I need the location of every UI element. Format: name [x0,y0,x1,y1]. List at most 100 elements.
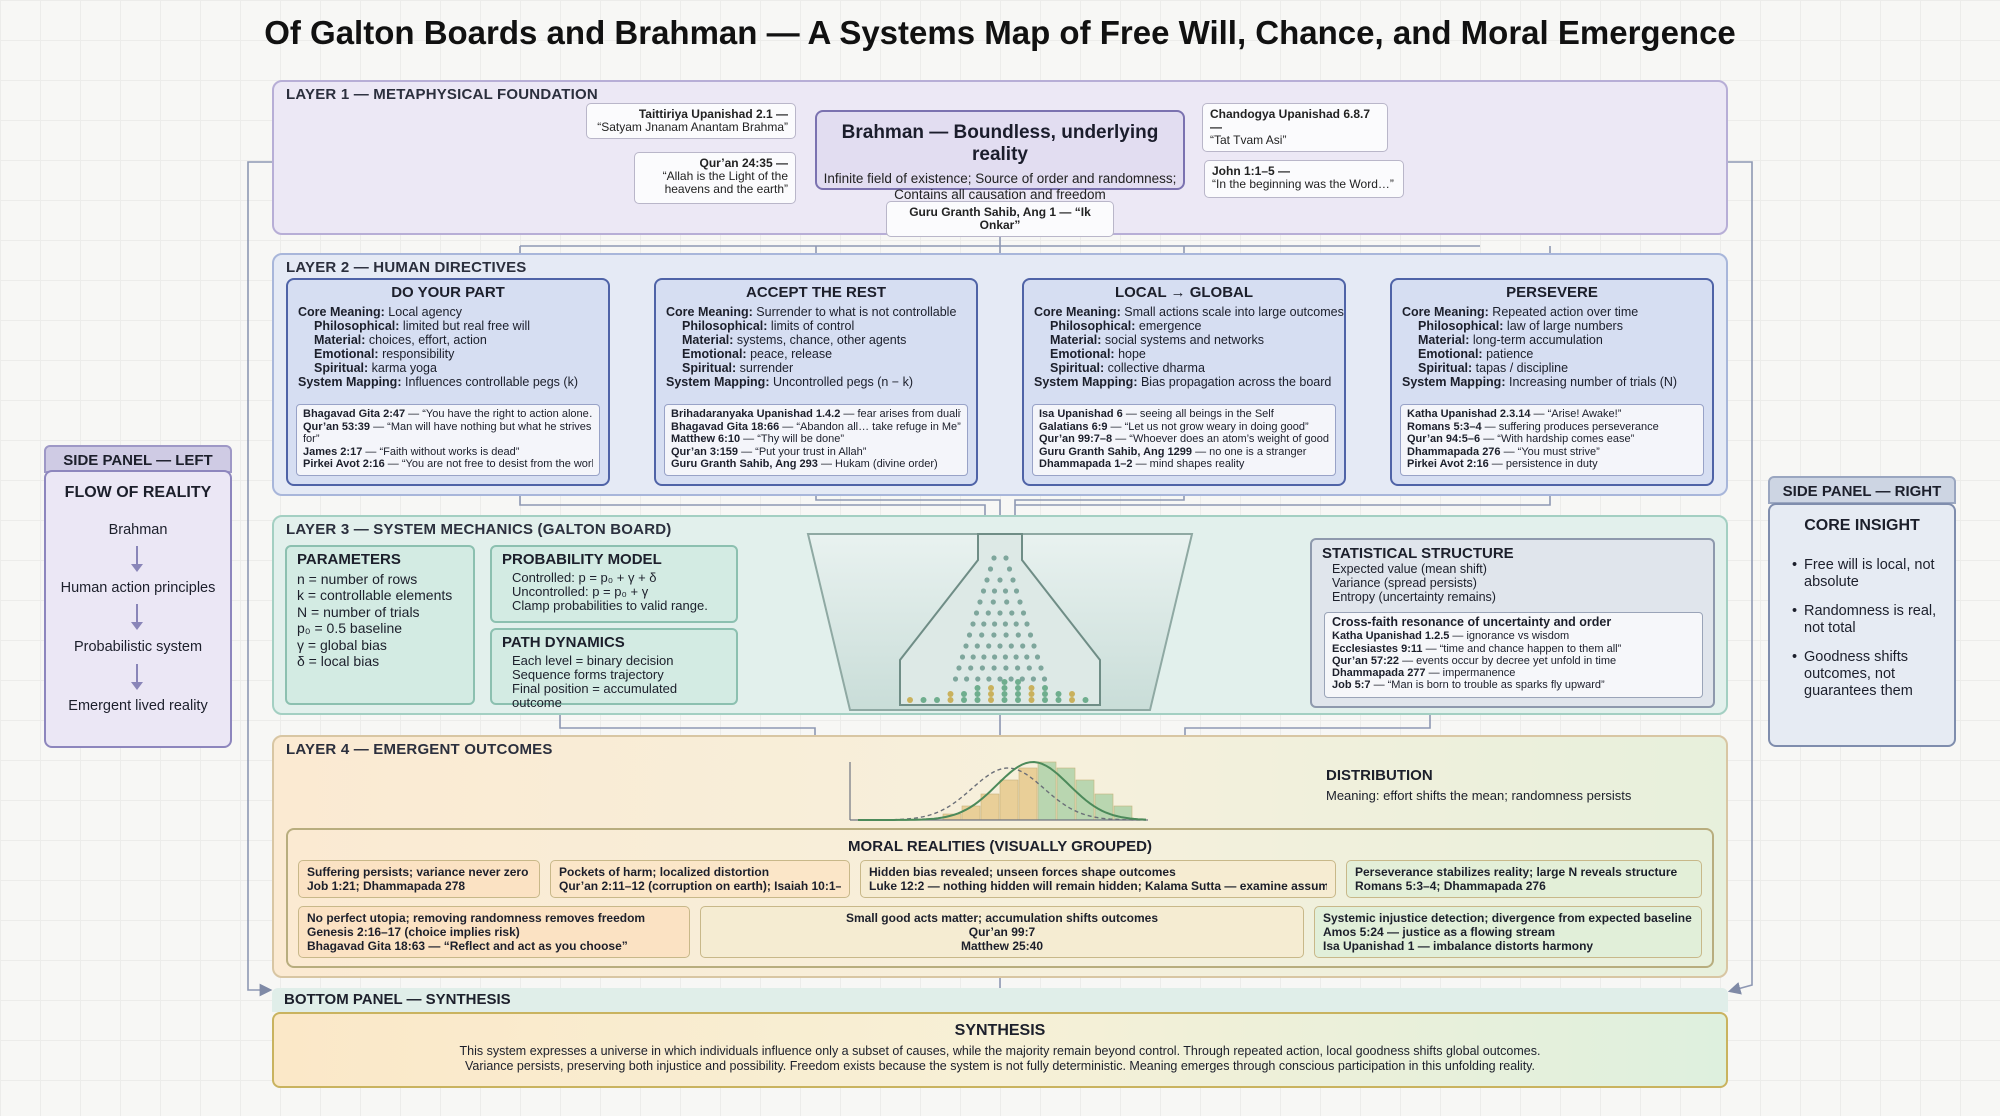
reference-line: Qur’an 99:7–8 — “Whoever does an atom’s … [1039,433,1329,446]
directive-row: Emotional: patience [1418,347,1534,361]
bead [1042,697,1048,703]
peg [959,654,966,660]
peg [992,621,998,627]
peg [997,643,1003,649]
bead [1001,679,1008,685]
peg [973,610,980,616]
bead [988,685,994,691]
directive-row: Philosophical: law of large numbers [1418,319,1623,333]
peg [1041,676,1048,682]
bead [1001,697,1008,703]
directive-row: System Mapping: Bias propagation across … [1034,375,1332,389]
reference-line: Pirkei Avot 2:16 — persistence in duty [1407,458,1598,471]
directive-row: Spiritual: karma yoga [314,361,437,375]
side-panel-left-tab: SIDE PANEL — LEFT [44,445,232,473]
bead [1069,697,1075,703]
peg [1009,610,1015,616]
peg [986,643,992,649]
reference-line: Bhagavad Gita 2:47 — “You have the right… [303,408,593,420]
layer-2-label: LAYER 2 — HUMAN DIRECTIVES [286,259,527,276]
peg [991,632,997,638]
directive-row: Philosophical: emergence [1050,319,1202,333]
flow-item: Probabilistic system [73,639,203,655]
directive-row: System Mapping: Uncontrolled pegs (n − k… [666,375,913,389]
directive-row: Material: long-term accumulation [1418,333,1603,347]
synthesis-title: SYNTHESIS [954,1022,1046,1039]
cross-faith-line: Qur’an 57:22 — events occur by decree ye… [1332,654,1617,667]
peg [977,599,983,605]
peg [1015,632,1021,638]
peg [1010,577,1016,583]
side-panel-left: FLOW OF REALITY Brahman Human action pri… [44,470,232,748]
peg [1020,643,1026,649]
reference-line: Dhammapada 1–2 — mind shapes reality [1039,458,1245,471]
peg [1002,588,1009,594]
cross-faith-line: Job 5:7 — “Man is born to trouble as spa… [1332,679,1605,692]
peg [980,588,987,594]
peg [963,643,969,649]
peg [1026,665,1032,671]
bead [1015,679,1021,685]
distribution-title: DISTRIBUTION [1326,767,1433,784]
peg [956,665,962,671]
peg [1017,599,1023,605]
directive-title: DO YOUR PART [391,284,505,301]
distribution-bar [1094,793,1114,821]
bead [988,697,994,703]
cross-faith-line: Ecclesiastes 9:11 — “time and chance hap… [1332,642,1622,655]
reference-line: Qur’an 53:39 — “Man will have nothing bu… [303,420,592,433]
cross-faith-line: Dhammapada 277 — impermanence [1332,667,1516,680]
peg [1019,676,1025,682]
page-title: Of Galton Boards and Brahman — A Systems… [264,14,1736,51]
parameters-box: PARAMETERS n = number of rows k = contro… [285,545,475,705]
reference-line: Pirkei Avot 2:16 — “You are not free to … [303,458,593,471]
bead [1028,697,1035,703]
moral-reality-cell: Systemic injustice detection; divergence… [1314,906,1702,958]
peg [1013,588,1020,594]
peg [966,632,973,638]
synthesis-line: Variance persists, preserving both injus… [465,1058,1535,1073]
directive-row: Emotional: peace, release [682,347,833,361]
peg [991,665,997,671]
peg [1004,599,1010,605]
insight-item: Free will is local, not absolute [1792,557,1944,591]
moral-reality-cell: Perseverance stabilizes reality; large N… [1346,860,1702,898]
directive-row: Core Meaning: Local agency [298,305,462,319]
bead [1042,685,1048,691]
reference-line: Bhagavad Gita 18:66 — “Abandon all… take… [671,420,961,433]
bead [1015,691,1021,697]
distribution-bar [961,805,981,821]
peg [970,654,976,660]
bead [934,697,940,703]
peg [991,555,997,561]
peg [981,621,987,627]
bead [988,691,994,697]
quote-guru-granth-ang-1: Guru Granth Sahib, Ang 1 — “Ik Onkar” [886,201,1114,237]
peg [979,632,985,638]
reference-line: Guru Granth Sahib, Ang 1299 — no one is … [1039,445,1307,458]
quote-chandogya: Chandogya Upanishad 6.8.7 — “Tat Tvam As… [1202,103,1388,152]
flow-of-reality-title: FLOW OF REALITY [64,484,212,501]
bead [961,697,967,703]
moral-reality-cell: No perfect utopia; removing randomness r… [298,906,690,958]
directive-title: ACCEPT THE REST [745,284,886,301]
peg [997,577,1003,583]
statistical-structure-box: STATISTICAL STRUCTURE Expected value (me… [1310,538,1715,708]
cross-faith-line: Katha Upanishad 1.2.5 — ignorance vs wis… [1332,630,1570,643]
directive-row: Emotional: hope [1050,347,1146,361]
down-arrow-icon [131,604,143,630]
synthesis-box: SYNTHESIS This system expresses a univer… [272,1012,1728,1088]
side-panel-right-tab: SIDE PANEL — RIGHT [1768,476,1956,504]
peg [1020,610,1027,616]
flow-item: Emergent lived reality [68,698,208,714]
moral-reality-cell: Small good acts matter; accumulation shi… [700,906,1304,958]
peg [985,610,991,616]
bead [1042,691,1048,697]
reference-line: Matthew 6:10 — “Thy will be done” [671,433,845,446]
peg [1003,555,1009,561]
peg [1008,676,1014,682]
peg [1002,621,1008,627]
peg [952,676,959,682]
peg [1003,632,1009,638]
